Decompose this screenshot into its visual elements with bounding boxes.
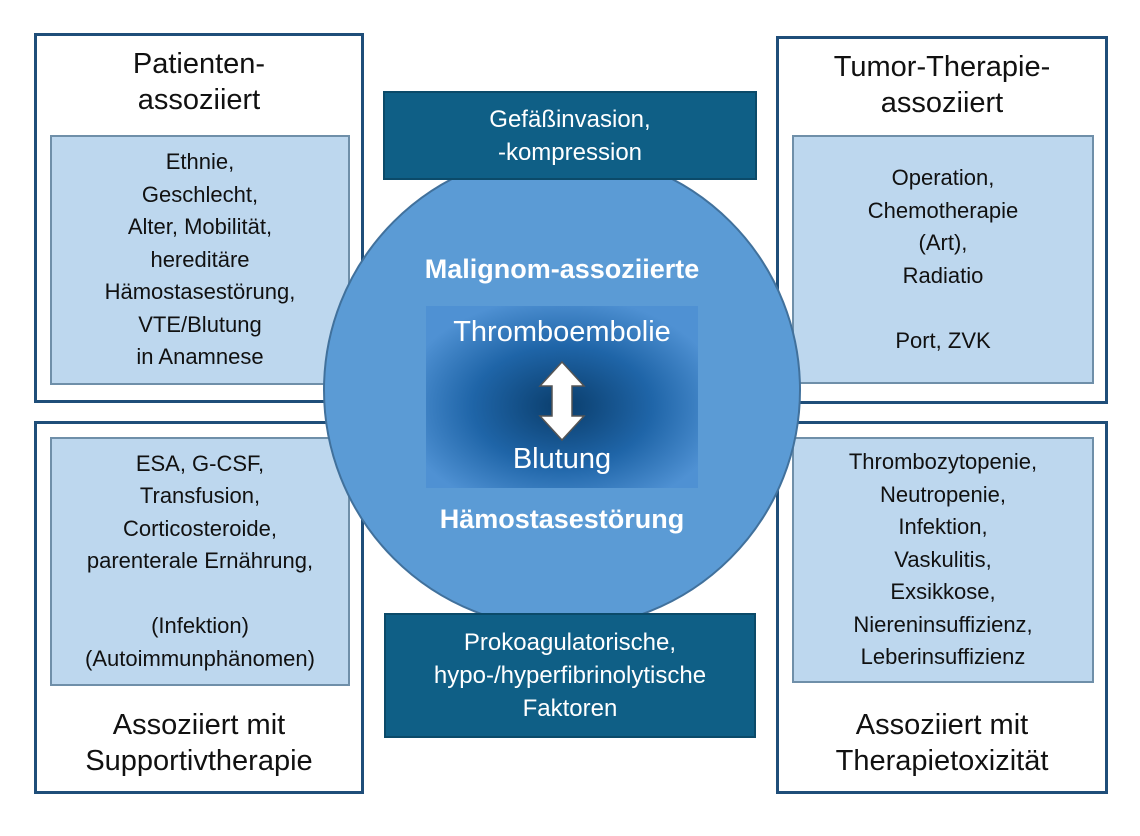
therapy-toxicity-panel: Thrombozytopenie, Neutropenie, Infektion… bbox=[776, 421, 1108, 794]
vascular-invasion-box: Gefäßinvasion, -kompression bbox=[383, 91, 757, 180]
therapy-toxicity-factors-box: Thrombozytopenie, Neutropenie, Infektion… bbox=[792, 437, 1094, 683]
double-arrow-icon bbox=[538, 360, 586, 442]
bleeding-label: Blutung bbox=[512, 443, 612, 475]
supportive-therapy-factors-list: ESA, G-CSF, Transfusion, Corticosteroide… bbox=[85, 450, 315, 671]
therapy-toxicity-factors-list: Thrombozytopenie, Neutropenie, Infektion… bbox=[848, 449, 1038, 670]
tumor-therapy-factors-box: Operation, Chemotherapie (Art), Radiatio… bbox=[792, 135, 1094, 384]
thromboembolism-label: Thromboembolie bbox=[453, 316, 671, 348]
patient-associated-panel: Patienten- assoziiert Ethnie, Geschlecht… bbox=[34, 33, 364, 403]
tumor-therapy-panel: Tumor-Therapie- assoziiert Operation, Ch… bbox=[776, 36, 1108, 404]
supportive-therapy-panel: ESA, G-CSF, Transfusion, Corticosteroide… bbox=[34, 421, 364, 794]
patient-factors-list: Ethnie, Geschlecht, Alter, Mobilität, he… bbox=[104, 149, 296, 370]
therapy-toxicity-title: Assoziiert mit Therapietoxizität bbox=[835, 709, 1049, 777]
patient-factors-box: Ethnie, Geschlecht, Alter, Mobilität, he… bbox=[50, 135, 350, 385]
procoagulant-factors-box: Prokoagulatorische, hypo-/hyperfibrinoly… bbox=[384, 613, 756, 738]
supportive-therapy-title: Assoziiert mit Supportivtherapie bbox=[85, 709, 313, 777]
hemostasis-disorder-label: Hämostasestörung bbox=[439, 504, 685, 534]
tumor-therapy-factors-list: Operation, Chemotherapie (Art), Radiatio… bbox=[867, 165, 1019, 353]
malignancy-associated-label: Malignom-assoziierte bbox=[424, 254, 700, 284]
supportive-therapy-factors-box: ESA, G-CSF, Transfusion, Corticosteroide… bbox=[50, 437, 350, 686]
tumor-therapy-title: Tumor-Therapie- assoziiert bbox=[833, 51, 1051, 119]
patient-associated-title: Patienten- assoziiert bbox=[132, 48, 266, 116]
